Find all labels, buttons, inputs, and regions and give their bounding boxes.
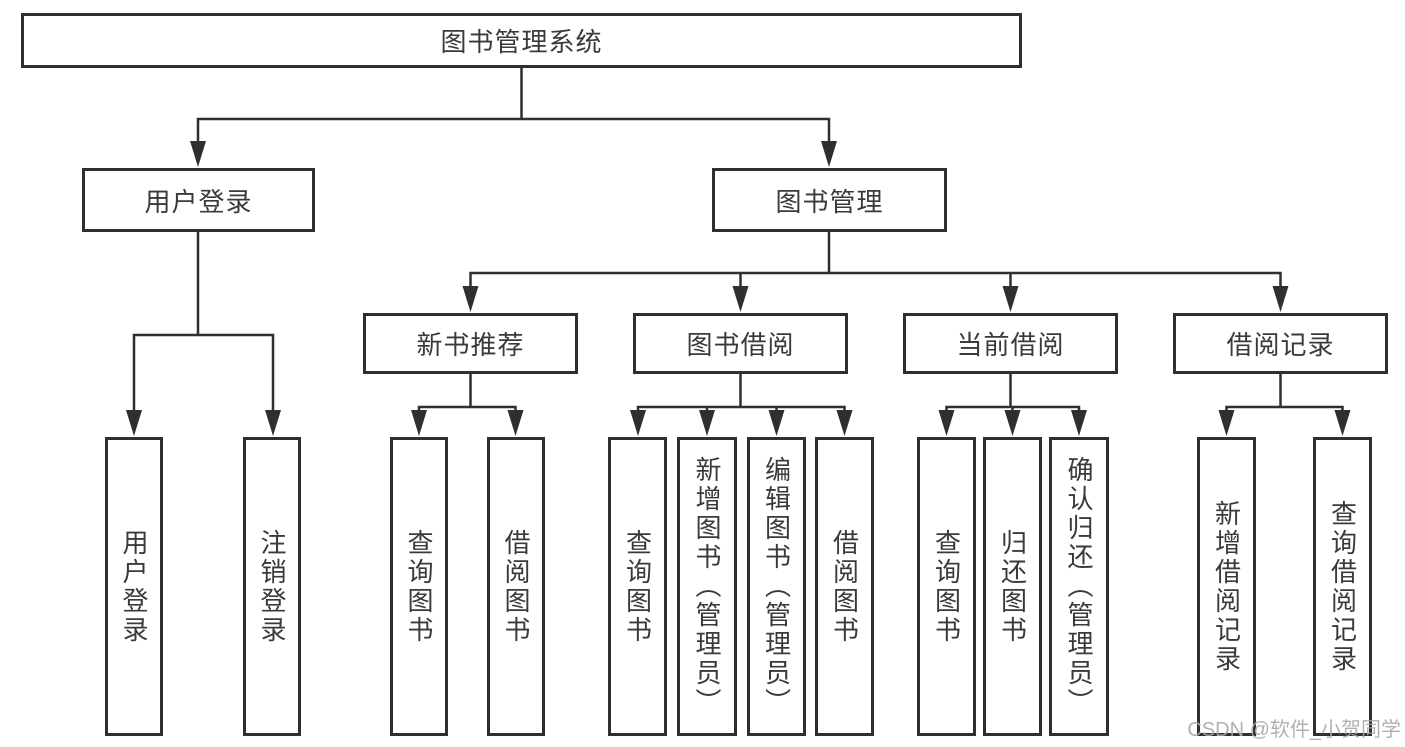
leaf-return-book-label: 归还图书 xyxy=(997,528,1028,645)
csdn-watermark: CSDN @软件_小贺同学 xyxy=(1187,719,1401,741)
leaf-logout-label: 注销登录 xyxy=(257,528,287,645)
leaf-borrow-books-recommend-label: 借阅图书 xyxy=(501,528,531,645)
node-root: 图书管理系统 xyxy=(21,13,1022,68)
leaf-borrow-books-label: 借阅图书 xyxy=(829,528,860,645)
leaf-user-login: 用户登录 xyxy=(105,437,163,736)
node-user-login-label: 用户登录 xyxy=(144,186,253,217)
arrowheads xyxy=(126,141,1351,436)
node-root-label: 图书管理系统 xyxy=(440,27,603,57)
leaf-borrow-books-recommend: 借阅图书 xyxy=(487,437,545,736)
leaf-user-login-label: 用户登录 xyxy=(119,528,149,645)
leaf-query-books-recommend: 查询图书 xyxy=(390,437,448,736)
leaf-add-book-admin: 新增图书（管理员） xyxy=(677,437,737,736)
node-current-borrowing-label: 当前借阅 xyxy=(956,330,1065,360)
node-book-management: 图书管理 xyxy=(712,168,947,232)
leaf-return-book: 归还图书 xyxy=(983,437,1042,736)
leaf-query-borrow-record: 查询借阅记录 xyxy=(1313,437,1372,736)
node-book-management-label: 图书管理 xyxy=(775,186,884,217)
connector-edges xyxy=(132,66,1344,414)
node-user-login: 用户登录 xyxy=(82,168,315,232)
leaf-confirm-return-admin: 确认归还（管理员） xyxy=(1049,437,1109,736)
node-borrow-records-label: 借阅记录 xyxy=(1226,330,1335,360)
leaf-query-books-current-label: 查询图书 xyxy=(931,528,962,645)
node-book-borrowing: 图书借阅 xyxy=(633,313,848,374)
leaf-query-books-borrowing: 查询图书 xyxy=(608,437,667,736)
node-current-borrowing: 当前借阅 xyxy=(903,313,1118,374)
leaf-query-books-recommend-label: 查询图书 xyxy=(404,528,434,645)
leaf-add-book-admin-label: 新增图书（管理员） xyxy=(692,456,722,717)
node-book-borrowing-label: 图书借阅 xyxy=(686,330,795,360)
leaf-confirm-return-admin-label: 确认归还（管理员） xyxy=(1064,456,1094,717)
node-new-book-recommend: 新书推荐 xyxy=(363,313,578,374)
leaf-edit-book-admin: 编辑图书（管理员） xyxy=(747,437,806,736)
leaf-query-books-borrowing-label: 查询图书 xyxy=(622,528,653,645)
leaf-edit-book-admin-label: 编辑图书（管理员） xyxy=(761,456,792,717)
node-new-book-recommend-label: 新书推荐 xyxy=(416,330,525,360)
leaf-query-borrow-record-label: 查询借阅记录 xyxy=(1327,499,1358,674)
leaf-logout: 注销登录 xyxy=(243,437,301,736)
leaf-add-borrow-record: 新增借阅记录 xyxy=(1197,437,1256,736)
leaf-query-books-current: 查询图书 xyxy=(917,437,976,736)
leaf-borrow-books: 借阅图书 xyxy=(815,437,874,736)
node-borrow-records: 借阅记录 xyxy=(1173,313,1388,374)
leaf-add-borrow-record-label: 新增借阅记录 xyxy=(1211,499,1242,674)
